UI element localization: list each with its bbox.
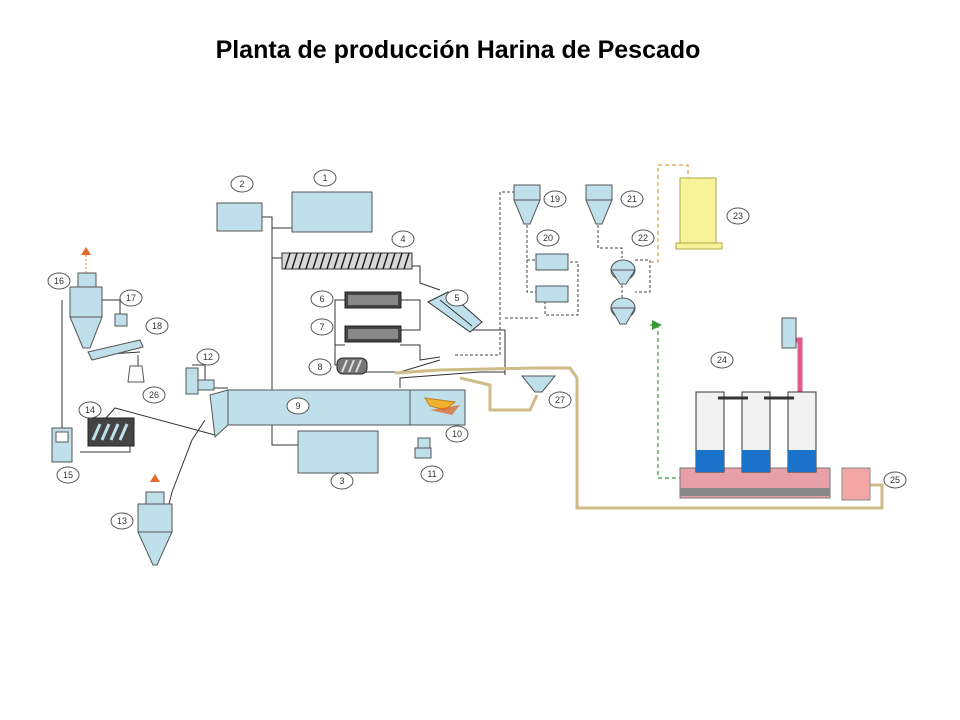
green-line xyxy=(650,324,680,479)
label-number: 26 xyxy=(149,390,159,400)
label-number: 9 xyxy=(295,401,300,411)
label-number: 21 xyxy=(627,194,637,204)
equipment-9-dryer xyxy=(209,389,466,439)
label-number: 24 xyxy=(717,355,727,365)
label-number: 18 xyxy=(152,321,162,331)
label-number: 27 xyxy=(555,395,565,405)
label-bubble-23: 23 xyxy=(726,207,750,225)
equipment-14 xyxy=(87,417,135,447)
equipment-8-decanter xyxy=(336,357,368,375)
equipment-24-evaporator xyxy=(679,317,831,499)
label-bubble-1: 1 xyxy=(313,169,337,187)
label-number: 7 xyxy=(319,322,324,332)
label-bubble-11: 11 xyxy=(420,465,444,483)
label-number: 14 xyxy=(85,405,95,415)
label-number: 8 xyxy=(317,362,322,372)
label-number: 10 xyxy=(452,429,462,439)
equipment-13-cyclone xyxy=(137,474,173,566)
equipment-3 xyxy=(297,430,379,474)
equipment-6 xyxy=(344,291,402,309)
label-number: 13 xyxy=(117,516,127,526)
stickwater-line xyxy=(394,366,884,510)
label-bubble-3: 3 xyxy=(330,472,354,490)
equipment-4-cooker xyxy=(281,252,413,270)
label-number: 19 xyxy=(550,194,560,204)
label-bubble-19: 19 xyxy=(543,190,567,208)
orange-line xyxy=(650,164,689,263)
label-number: 5 xyxy=(454,293,459,303)
equipment-2 xyxy=(216,202,263,232)
label-number: 17 xyxy=(126,293,136,303)
green-arrow-icon xyxy=(652,320,662,330)
label-bubble-21: 21 xyxy=(620,190,644,208)
equipment-16-cyclone xyxy=(69,247,103,349)
equipment-19 xyxy=(513,184,541,225)
label-number: 15 xyxy=(63,470,73,480)
equipment-17 xyxy=(114,313,128,327)
label-number: 20 xyxy=(543,233,553,243)
label-number: 6 xyxy=(319,294,324,304)
label-bubble-18: 18 xyxy=(145,317,169,335)
label-bubble-12: 12 xyxy=(196,348,220,366)
equipment-21 xyxy=(585,184,613,225)
label-number: 23 xyxy=(733,211,743,221)
equipment-11-fan xyxy=(414,437,432,459)
label-bubble-20: 20 xyxy=(536,229,560,247)
label-bubble-15: 15 xyxy=(56,466,80,484)
equipment-18-screw xyxy=(87,339,144,361)
label-bubble-17: 17 xyxy=(119,289,143,307)
equipment-1 xyxy=(291,191,373,233)
label-bubble-9: 9 xyxy=(286,397,310,415)
label-bubble-14: 14 xyxy=(78,401,102,419)
equipment-15 xyxy=(51,427,73,463)
label-bubble-8: 8 xyxy=(308,358,332,376)
label-number: 2 xyxy=(239,179,244,189)
label-number: 22 xyxy=(638,233,648,243)
equipment-22 xyxy=(610,259,636,325)
equipment-23-tank xyxy=(675,177,723,250)
equipment-7 xyxy=(344,325,402,343)
equipment-5-press xyxy=(427,291,483,333)
equipment-20 xyxy=(535,253,569,303)
label-bubble-27: 27 xyxy=(548,391,572,409)
label-number: 25 xyxy=(890,475,900,485)
label-number: 11 xyxy=(427,469,436,479)
label-number: 12 xyxy=(203,352,213,362)
equipment-26-bag xyxy=(127,365,145,383)
diagram-title: Planta de producción Harina de Pescado xyxy=(215,36,701,64)
equipment-group xyxy=(51,177,871,566)
equipment-12 xyxy=(185,367,215,395)
label-bubble-26: 26 xyxy=(142,386,166,404)
label-bubble-10: 10 xyxy=(445,425,469,443)
label-number: 4 xyxy=(400,234,405,244)
label-bubble-2: 2 xyxy=(230,175,254,193)
equipment-9 xyxy=(227,389,411,426)
label-number: 16 xyxy=(54,276,64,286)
process-lines xyxy=(61,191,651,561)
label-bubbles: 1234567891011121314151617181920212223242… xyxy=(47,169,907,530)
label-bubble-5: 5 xyxy=(445,289,469,307)
equipment-25 xyxy=(841,467,871,501)
label-bubble-16: 16 xyxy=(47,272,71,290)
label-bubble-24: 24 xyxy=(710,351,734,369)
label-bubble-7: 7 xyxy=(310,318,334,336)
label-bubble-25: 25 xyxy=(883,471,907,489)
label-number: 3 xyxy=(339,476,344,486)
label-bubble-22: 22 xyxy=(631,229,655,247)
label-number: 1 xyxy=(322,173,327,183)
label-bubble-6: 6 xyxy=(310,290,334,308)
equipment-27 xyxy=(520,375,557,393)
label-bubble-13: 13 xyxy=(110,512,134,530)
label-bubble-4: 4 xyxy=(391,230,415,248)
